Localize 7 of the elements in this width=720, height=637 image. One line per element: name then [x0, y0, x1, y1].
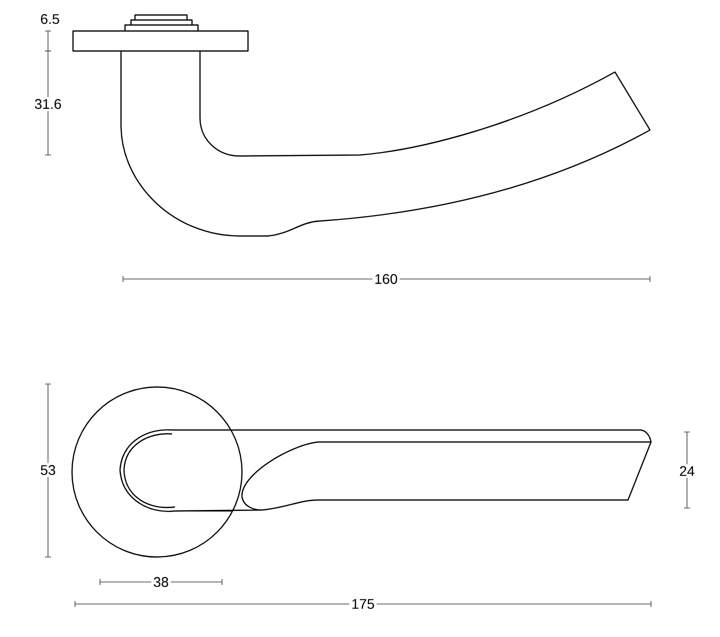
dimension-value: 6.5 — [40, 14, 60, 24]
dimension-value: 53 — [38, 463, 58, 477]
dimension-value: 160 — [372, 272, 400, 286]
dimension-value: 38 — [151, 575, 171, 589]
dimension-value: 31.6 — [32, 97, 64, 111]
dimension-value: 175 — [349, 597, 377, 611]
dimension-value: 24 — [677, 464, 697, 478]
